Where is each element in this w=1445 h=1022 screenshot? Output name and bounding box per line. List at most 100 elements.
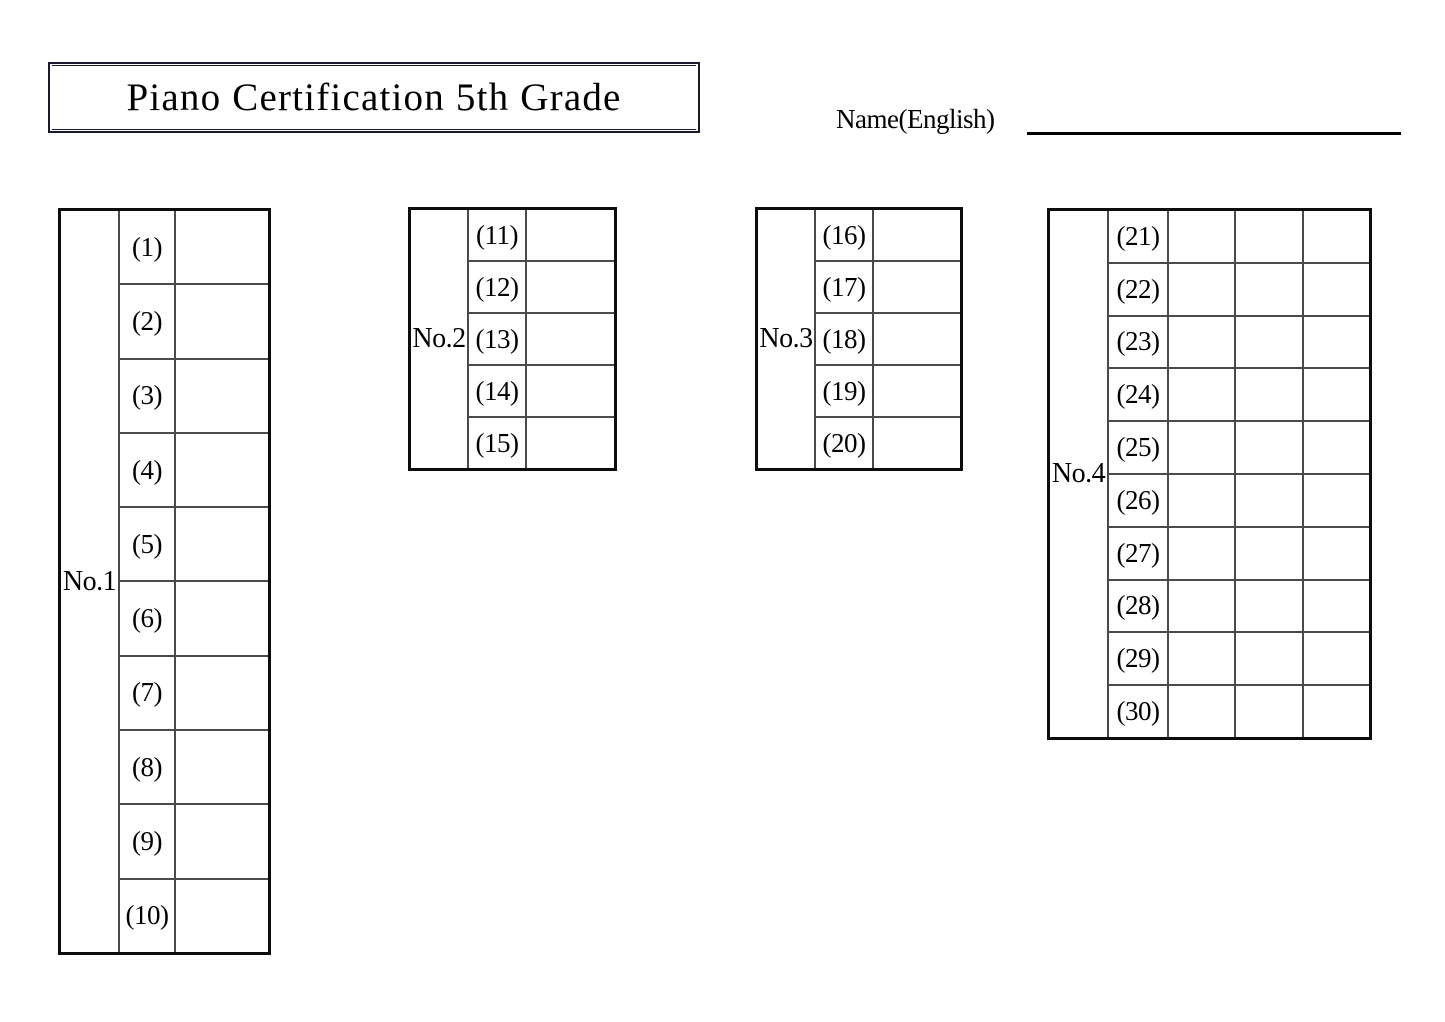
answer-cell[interactable] [1304,581,1369,632]
question-number: (8) [132,751,162,782]
answer-cell[interactable] [1236,211,1304,262]
table-label: No.4 [1051,458,1106,489]
answer-table-no1: No.1(1)(2)(3)(4)(5)(6)(7)(8)(9)(10) [58,208,271,955]
answer-cell[interactable] [1304,422,1369,473]
answer-cell[interactable] [1236,633,1304,685]
table-rows: (11)(12)(13)(14)(15) [469,210,614,468]
answer-cell[interactable] [1169,527,1237,579]
question-number-cell: (14) [469,366,527,416]
answer-cell[interactable] [176,582,268,654]
question-number-cell: (30) [1109,686,1169,737]
answer-cell[interactable] [1236,686,1304,737]
question-number-cell: (18) [816,314,874,364]
table-row: (26) [1109,474,1369,528]
table-row: (30) [1109,686,1369,737]
answer-cell[interactable] [1236,527,1304,579]
question-number-cell: (24) [1109,369,1169,421]
question-number: (9) [132,826,162,857]
answer-cell[interactable] [1169,211,1237,262]
answer-cell[interactable] [1169,422,1237,473]
table-row: (15) [469,418,614,468]
answer-cell[interactable] [1304,528,1369,579]
table-row: (7) [120,656,268,732]
answer-cell[interactable] [874,418,960,468]
question-number-cell: (26) [1109,474,1169,526]
answer-cell[interactable] [527,262,614,312]
answer-cell[interactable] [1304,633,1369,684]
answer-cell[interactable] [1236,580,1304,632]
answer-cell[interactable] [176,434,268,506]
answer-cell[interactable] [874,314,960,364]
answer-cell[interactable] [527,366,614,416]
question-number: (6) [132,603,162,634]
question-number: (12) [475,271,519,302]
answer-cell[interactable] [874,262,960,312]
table-row: (27) [1109,527,1369,581]
answer-cell[interactable] [1169,686,1237,737]
answer-cell[interactable] [176,657,268,729]
table-label-cell: No.4 [1050,211,1109,737]
table-row: (28) [1109,580,1369,634]
question-number-cell: (12) [469,262,527,312]
answer-cell[interactable] [176,731,268,803]
answer-cell[interactable] [176,508,268,580]
answer-table-no2: No.2(11)(12)(13)(14)(15) [408,207,617,471]
table-row: (21) [1109,211,1369,264]
question-number: (17) [822,271,866,302]
answer-cell[interactable] [1236,422,1304,473]
answer-cell[interactable] [1236,369,1304,421]
question-number: (29) [1116,643,1160,674]
question-number: (7) [132,677,162,708]
table-row: (9) [120,805,268,880]
answer-cell[interactable] [1169,474,1237,526]
question-number-cell: (17) [816,262,874,312]
table-label: No.1 [62,565,117,597]
answer-cell[interactable] [527,418,614,468]
question-number-cell: (20) [816,418,874,468]
answer-cell[interactable] [1304,211,1369,262]
table-rows: (21)(22)(23)(24)(25)(26)(27)(28)(29)(30) [1109,211,1369,737]
answer-cell[interactable] [874,210,960,260]
answer-cell[interactable] [1236,263,1304,315]
answer-cell[interactable] [1169,580,1237,632]
answer-cell[interactable] [1169,316,1237,368]
answer-cell[interactable] [1169,633,1237,685]
answer-cell[interactable] [176,805,268,877]
answer-cell[interactable] [176,360,268,432]
answer-table-no4: No.4(21)(22)(23)(24)(25)(26)(27)(28)(29)… [1047,208,1372,740]
table-row: (12) [469,262,614,314]
question-number: (24) [1116,379,1160,410]
question-number-cell: (3) [120,359,176,432]
table-row: (18) [816,314,960,366]
table-rows: (1)(2)(3)(4)(5)(6)(7)(8)(9)(10) [120,211,268,952]
answer-cell[interactable] [874,366,960,416]
answer-cell[interactable] [1304,686,1369,737]
answer-cell[interactable] [1304,317,1369,368]
question-number: (10) [125,900,169,931]
answer-cell[interactable] [1169,263,1237,315]
answer-cell[interactable] [1304,264,1369,315]
question-number: (1) [132,231,162,262]
table-label: No.2 [412,323,466,354]
page-title: Piano Certification 5th Grade [126,76,622,119]
answer-cell[interactable] [1236,316,1304,368]
answer-cell[interactable] [1304,369,1369,420]
answer-cell[interactable] [1169,369,1237,421]
table-row: (19) [816,366,960,418]
table-row: (13) [469,314,614,366]
answer-cell[interactable] [176,880,268,952]
question-number-cell: (10) [120,879,176,952]
name-input-line[interactable] [1027,132,1401,135]
answer-cell[interactable] [1304,475,1369,526]
question-number: (16) [822,219,866,250]
answer-cell[interactable] [176,285,268,357]
table-row: (23) [1109,316,1369,370]
answer-cell[interactable] [1236,474,1304,526]
answer-cell[interactable] [527,210,614,260]
answer-cell[interactable] [527,314,614,364]
table-row: (22) [1109,263,1369,317]
question-number-cell: (8) [120,731,176,804]
question-number-cell: (19) [816,366,874,416]
answer-cell[interactable] [176,211,268,283]
question-number: (2) [132,305,162,336]
